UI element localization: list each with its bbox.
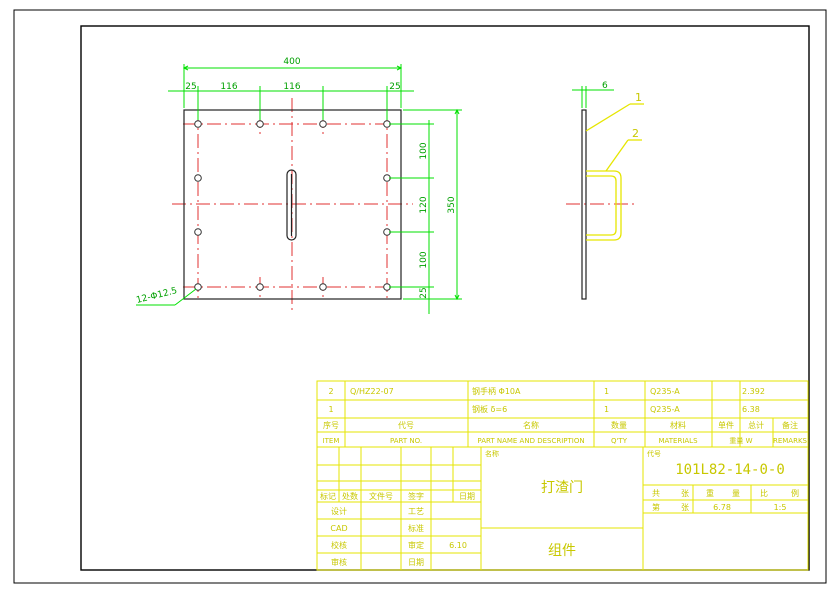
rev-header-sign: 签字 <box>408 491 424 501</box>
role-standard: 标准 <box>408 523 424 533</box>
sheet-unit: 张 <box>681 503 689 512</box>
hole <box>194 174 202 182</box>
drawing-title: 打渣门 <box>541 479 583 496</box>
dim-overall-height: 350 <box>447 196 457 213</box>
role-design: 设计 <box>331 506 347 516</box>
dimensions-right: 100 120 100 25 350 <box>389 108 462 314</box>
header-en-no: ITEM <box>323 437 340 445</box>
header-en-weight: 重量 W <box>729 437 752 445</box>
part-weight: 2.392 <box>742 387 765 396</box>
hole <box>194 283 202 291</box>
front-view: 400 25 116 116 25 100 120 100 25 350 <box>135 57 462 314</box>
part-qty: 1 <box>604 387 609 396</box>
hole <box>319 283 327 291</box>
role-cad: CAD <box>330 524 347 533</box>
outer-border <box>13 9 827 584</box>
dim-spacing-b: 116 <box>283 82 300 92</box>
handle-side <box>586 170 622 241</box>
role-review: 审核 <box>331 557 347 567</box>
holes <box>194 120 391 291</box>
prop-weight-b: 量 <box>732 489 740 498</box>
hole <box>194 120 202 128</box>
prop-scale-a: 比 <box>760 488 768 498</box>
parts-list: 2 Q/HZ22-07 钢手柄 Φ10A 1 Q235-A 2.392 1 钢板… <box>316 380 809 448</box>
date-partial: 6.10 <box>449 541 467 550</box>
rev-header-date: 日期 <box>459 492 475 501</box>
rev-header-mark: 标记 <box>320 491 336 501</box>
rev-header-count: 处数 <box>342 491 358 501</box>
part-code: Q/HZ22-07 <box>350 387 394 396</box>
role-date: 日期 <box>408 558 424 567</box>
header-en-remarks: REMARKS <box>773 437 808 445</box>
code-label: 代号 <box>647 449 661 458</box>
part-weight: 6.38 <box>742 405 760 414</box>
dim-row-bottom: 100 <box>419 251 429 268</box>
role-process: 工艺 <box>408 507 424 516</box>
hole <box>256 120 264 128</box>
handle-front <box>286 169 297 241</box>
side-view: 6 1 2 <box>566 81 644 300</box>
hole <box>319 120 327 128</box>
prop-scale-b: 例 <box>791 488 799 498</box>
dim-spacing-a: 116 <box>220 82 237 92</box>
prop-sheets: 张 <box>681 489 689 498</box>
hole <box>256 283 264 291</box>
dim-edge-right: 25 <box>389 82 400 92</box>
balloon-1: 1 <box>635 91 642 104</box>
prop-total: 共 <box>652 489 660 498</box>
dimensions-top: 400 25 116 116 25 <box>168 57 414 120</box>
header-en-name: PART NAME AND DESCRIPTION <box>477 437 584 445</box>
header-en-qty: Q'TY <box>611 437 628 445</box>
part-no: 2 <box>328 387 333 396</box>
part-material: Q235-A <box>650 387 680 396</box>
header-unit-weight: 单件 <box>718 420 734 430</box>
header-name: 名称 <box>523 420 539 430</box>
dim-row-mid: 120 <box>419 196 429 213</box>
dim-row-top: 100 <box>419 142 429 159</box>
part-name: 钢板 δ=6 <box>472 404 507 414</box>
drawing-number: 101L82-14-0-0 <box>675 462 785 478</box>
scale-value: 1:5 <box>774 503 787 512</box>
header-no: 序号 <box>323 420 339 430</box>
dim-thickness: 6 <box>602 81 608 91</box>
header-material: 材料 <box>670 420 686 430</box>
hole <box>194 228 202 236</box>
dim-overall-width: 400 <box>283 57 300 67</box>
role-approve: 审定 <box>408 540 424 550</box>
balloon-2: 2 <box>632 127 639 140</box>
prop-weight-a: 重 <box>706 488 714 498</box>
hole-callout: 12-Φ12.5 <box>135 286 197 306</box>
header-total-weight: 总计 <box>748 420 764 430</box>
title-block: 标记 处数 文件号 签字 日期 设计 CAD 校核 审核 工艺 标准 审定 日期… <box>316 446 809 571</box>
header-remarks: 备注 <box>782 420 798 430</box>
rev-header-file: 文件号 <box>369 491 393 501</box>
inner-frame <box>80 25 810 571</box>
name-label: 名称 <box>485 449 499 458</box>
hole-callout-text: 12-Φ12.5 <box>135 286 178 306</box>
header-en-code: PART NO. <box>390 437 422 445</box>
sheet-label: 第 <box>652 502 660 512</box>
part-qty: 1 <box>604 405 609 414</box>
part-name: 钢手柄 Φ10A <box>472 386 521 396</box>
header-code: 代号 <box>398 420 414 430</box>
role-check: 校核 <box>331 540 347 550</box>
part-material: Q235-A <box>650 405 680 414</box>
header-en-material: MATERIALS <box>658 437 698 445</box>
part-no: 1 <box>328 405 333 414</box>
assembly-weight: 6.78 <box>713 503 731 512</box>
plate-side <box>581 109 587 300</box>
dim-edge-bottom: 25 <box>419 287 429 298</box>
centerlines <box>172 98 413 312</box>
header-qty: 数量 <box>611 420 627 430</box>
dim-edge-left: 25 <box>185 82 196 92</box>
plate-outline <box>183 109 402 300</box>
drawing-subtitle: 组件 <box>548 543 576 559</box>
